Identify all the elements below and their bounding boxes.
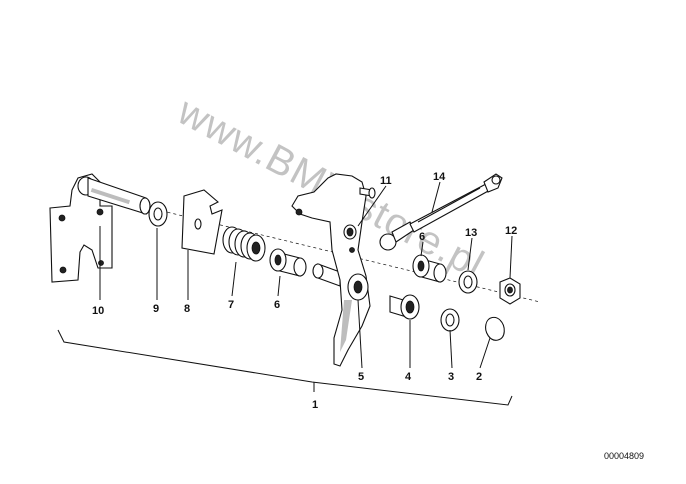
washer-part-3 — [440, 308, 460, 332]
assembly-bracket — [57, 329, 513, 406]
callout-9: 9 — [153, 303, 159, 315]
callout-1: 1 — [312, 399, 318, 411]
callout-7: 7 — [228, 299, 234, 311]
bushing-part-4 — [389, 294, 420, 320]
callout-8: 8 — [184, 303, 190, 315]
callout-10: 10 — [92, 305, 104, 317]
spring-part-7 — [222, 226, 266, 262]
leader-lines — [99, 181, 513, 369]
nut-part-12 — [499, 277, 521, 305]
washer-part-9 — [148, 201, 168, 227]
callout-11: 11 — [380, 175, 392, 187]
callout-12: 12 — [505, 225, 517, 237]
callout-4: 4 — [405, 371, 412, 383]
callout-6-left: 6 — [274, 299, 280, 311]
connecting-rod-part-14 — [379, 173, 503, 251]
callout-5: 5 — [358, 371, 364, 383]
callout-labels: 1 2 3 4 5 6 6 7 8 9 10 11 12 13 14 — [92, 171, 517, 411]
plate-part-8 — [181, 189, 223, 255]
callout-6-right: 6 — [419, 231, 425, 243]
washer-part-13 — [458, 270, 478, 294]
pin-part — [312, 263, 341, 287]
mounting-bracket-part — [49, 173, 151, 283]
lever-part-5 — [291, 173, 376, 367]
circlip-part-2 — [485, 316, 505, 341]
callout-14: 14 — [433, 171, 446, 183]
diagram-number: 00004809 — [604, 451, 644, 461]
small-bushing-part-11 — [343, 224, 357, 240]
callout-2: 2 — [476, 371, 482, 383]
bushing-part-6-left — [269, 248, 307, 277]
bushing-part-6-right — [412, 254, 447, 283]
callout-3: 3 — [448, 371, 454, 383]
callout-13: 13 — [465, 227, 477, 239]
